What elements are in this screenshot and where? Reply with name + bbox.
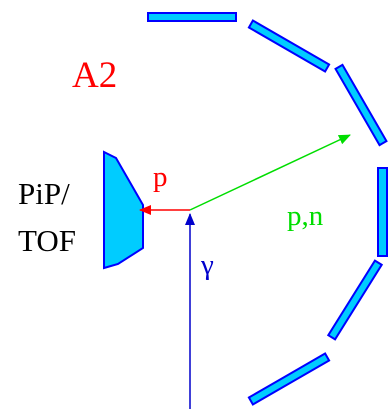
scattered-particle-arrow <box>189 134 351 211</box>
ring-segment-2 <box>247 19 331 73</box>
scattered-label: p,n <box>287 200 324 232</box>
photon-label: γ <box>200 249 214 281</box>
pip-tof-detector <box>103 150 144 270</box>
ring-segment-3 <box>334 63 388 147</box>
ring-segment-4 <box>377 167 388 257</box>
proton-label: p <box>153 161 168 193</box>
detector-label-line2: TOF <box>18 223 76 258</box>
detector-ring <box>147 12 388 406</box>
ring-segment-5 <box>326 259 384 341</box>
title-label: A2 <box>72 55 117 96</box>
ring-segment-1 <box>147 12 237 22</box>
detector-label-line1: PiP/ <box>18 176 70 211</box>
ring-segment-6 <box>247 352 331 406</box>
